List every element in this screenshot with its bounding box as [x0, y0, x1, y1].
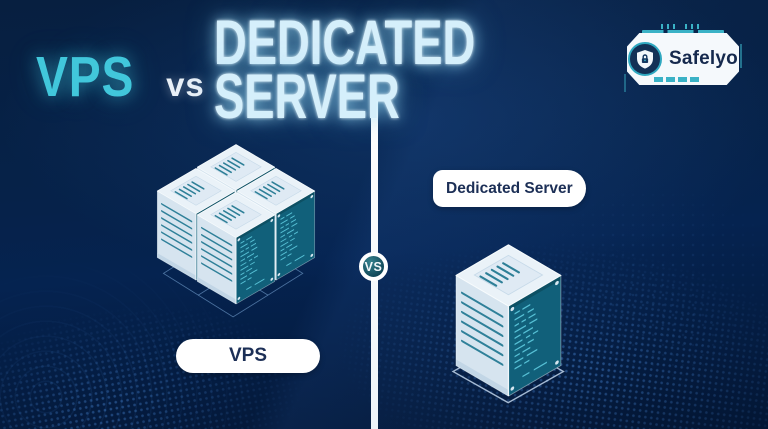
- badge-squares: [654, 77, 699, 82]
- badge-frame-accent-right: [736, 44, 742, 68]
- dedicated-server-illustration: [451, 243, 565, 404]
- label-vps-text: VPS: [228, 345, 268, 366]
- badge-top-bar: [642, 30, 724, 34]
- vs-badge: VS: [359, 252, 388, 281]
- title-vs: vs: [166, 66, 205, 103]
- badge-tick-marks-left: [661, 24, 675, 29]
- title-line2: SERVER: [214, 62, 400, 132]
- brand-badge[interactable]: Safelyo: [624, 24, 742, 98]
- title-line1: DEDICATED: [214, 8, 476, 78]
- page-title-left: VPS vs: [36, 44, 205, 110]
- badge-tick-marks-right: [685, 24, 703, 29]
- brand-plaque: Safelyo: [627, 33, 739, 85]
- vs-badge-label: VS: [364, 259, 383, 274]
- badge-frame-accent-left: [624, 74, 630, 92]
- page-title-right: DEDICATED SERVER: [214, 8, 577, 132]
- label-vps: VPS: [176, 339, 320, 373]
- label-dedicated-server-text: Dedicated Server: [446, 179, 573, 197]
- label-dedicated-server: Dedicated Server: [433, 170, 586, 207]
- title-vps: VPS: [36, 45, 135, 109]
- vps-server-cluster-illustration: [156, 143, 316, 318]
- shield-lock-icon: [628, 42, 662, 76]
- brand-name: Safelyo: [669, 48, 738, 69]
